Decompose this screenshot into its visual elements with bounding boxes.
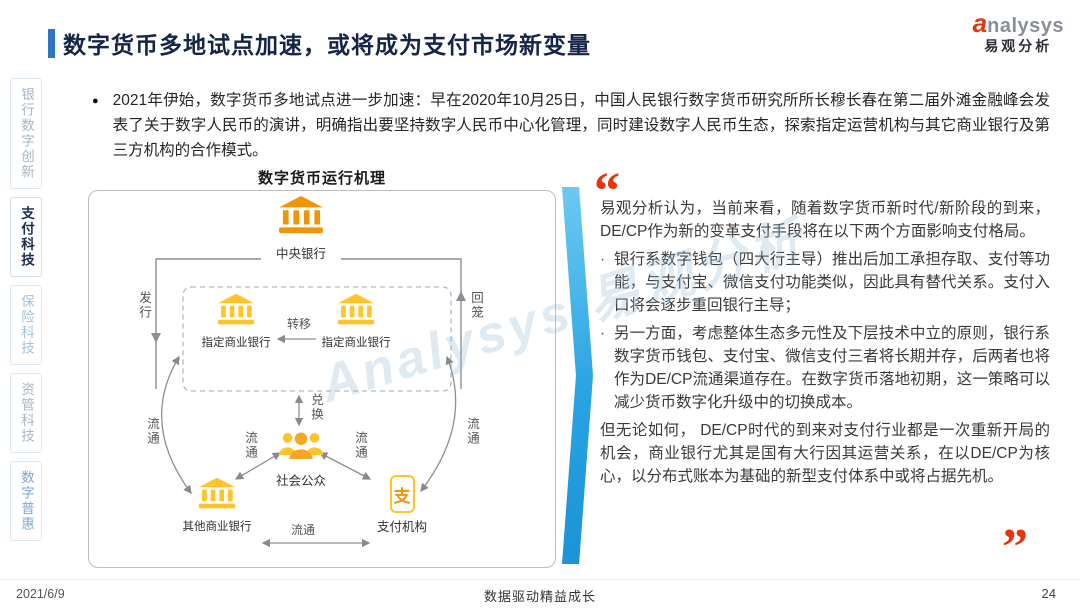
- node-payment-org: 支 支付机构: [371, 475, 433, 535]
- intro-text: 2021年伊始，数字货币多地试点进一步加速：早在2020年10月25日，中国人民…: [112, 92, 1050, 159]
- intro-paragraph: ● 2021年伊始，数字货币多地试点进一步加速：早在2020年10月25日，中国…: [92, 88, 1050, 163]
- node-central-bank: 中央银行: [261, 195, 341, 262]
- label-exchange: 兑换: [309, 393, 323, 422]
- sidebar-item-digital-inclusion[interactable]: 数字普惠: [10, 461, 42, 541]
- analysys-logo: analysys 易观分析: [972, 8, 1064, 55]
- logo-chinese-name: 易观分析: [984, 38, 1053, 55]
- analysis-block: 易观分析认为，当前来看，随着数字货币新时代/新阶段的到来，DE/CP作为新的变革…: [600, 197, 1050, 488]
- analysis-intro: 易观分析认为，当前来看，随着数字货币新时代/新阶段的到来，DE/CP作为新的变革…: [600, 200, 1050, 240]
- section-sidebar: 银行数字创新 支付科技 保险科技 资管科技 数字普惠: [8, 78, 44, 541]
- designated-bank-right-label: 指定商业银行: [316, 334, 396, 350]
- other-bank-label: 其他商业银行: [172, 518, 262, 534]
- label-circulation-outer-left: 流通: [145, 417, 159, 446]
- label-circulation-bottom: 流通: [289, 521, 318, 538]
- page-title: 数字货币多地试点加速，或将成为支付市场新变量: [63, 32, 591, 58]
- node-other-bank: 其他商业银行: [172, 477, 262, 534]
- sidebar-item-asset-tech[interactable]: 资管科技: [10, 373, 42, 453]
- analysis-conclusion: 但无论如何， DE/CP时代的到来对支付行业都是一次重新开局的机会，商业银行尤其…: [600, 422, 1050, 485]
- analysis-point-text: 银行系数字钱包（四大行主导）推出后加工承担存取、支付等功能，与支付宝、微信支付功…: [614, 251, 1050, 314]
- sidebar-item-bank-digital[interactable]: 银行数字创新: [10, 78, 42, 189]
- close-quote-icon: ”: [1002, 519, 1028, 576]
- payment-phone-icon: 支: [389, 475, 415, 513]
- central-bank-label: 中央银行: [261, 243, 341, 262]
- label-recall: 回笼: [469, 291, 483, 320]
- label-circulation-outer-right: 流通: [465, 417, 479, 446]
- bank-icon: [337, 293, 375, 331]
- bank-icon: [217, 293, 255, 331]
- designated-bank-left-label: 指定商业银行: [196, 334, 276, 350]
- pay-character: 支: [393, 486, 411, 506]
- payment-org-label: 支付机构: [371, 516, 433, 535]
- chevron-divider-icon: [562, 187, 593, 564]
- node-public: 社会公众: [273, 429, 329, 489]
- page-number: 24: [1041, 586, 1056, 601]
- sidebar-item-insurance-tech[interactable]: 保险科技: [10, 285, 42, 365]
- bullet-icon: ●: [92, 95, 99, 107]
- label-circulation-right: 流通: [353, 431, 367, 460]
- sidebar-item-payment-tech[interactable]: 支付科技: [10, 197, 42, 277]
- public-label: 社会公众: [273, 470, 329, 489]
- footer: 2021/6/9 数据驱动精益成长 24: [0, 579, 1080, 608]
- point-bullet-icon: ·: [600, 251, 606, 268]
- footer-slogan: 数据驱动精益成长: [483, 589, 596, 604]
- central-bank-icon: [278, 195, 324, 240]
- label-transfer: 转移: [285, 315, 314, 332]
- analysis-point: · 银行系数字钱包（四大行主导）推出后加工承担存取、支付等功能，与支付宝、微信支…: [600, 248, 1050, 317]
- footer-date: 2021/6/9: [16, 587, 65, 601]
- label-circulation-left: 流通: [243, 431, 257, 460]
- open-quote-icon: “: [594, 163, 620, 220]
- currency-flow-diagram: 中央银行 指定商业银行: [88, 190, 556, 568]
- people-icon: [275, 432, 327, 466]
- point-bullet-icon: ·: [600, 325, 606, 342]
- title-accent-bar: [48, 29, 55, 58]
- node-designated-bank-right: 指定商业银行: [316, 293, 396, 350]
- label-issue: 发行: [137, 291, 151, 320]
- diagram-title: 数字货币运行机理: [257, 170, 386, 187]
- analysis-point: · 另一方面，考虑整体生态多元性及下层技术中立的原则，银行系数字货币钱包、支付宝…: [600, 322, 1050, 414]
- analysis-point-text: 另一方面，考虑整体生态多元性及下层技术中立的原则，银行系数字货币钱包、支付宝、微…: [614, 325, 1050, 411]
- node-designated-bank-left: 指定商业银行: [196, 293, 276, 350]
- bank-icon: [198, 477, 236, 515]
- logo-mark-icon: analysys: [972, 8, 1064, 38]
